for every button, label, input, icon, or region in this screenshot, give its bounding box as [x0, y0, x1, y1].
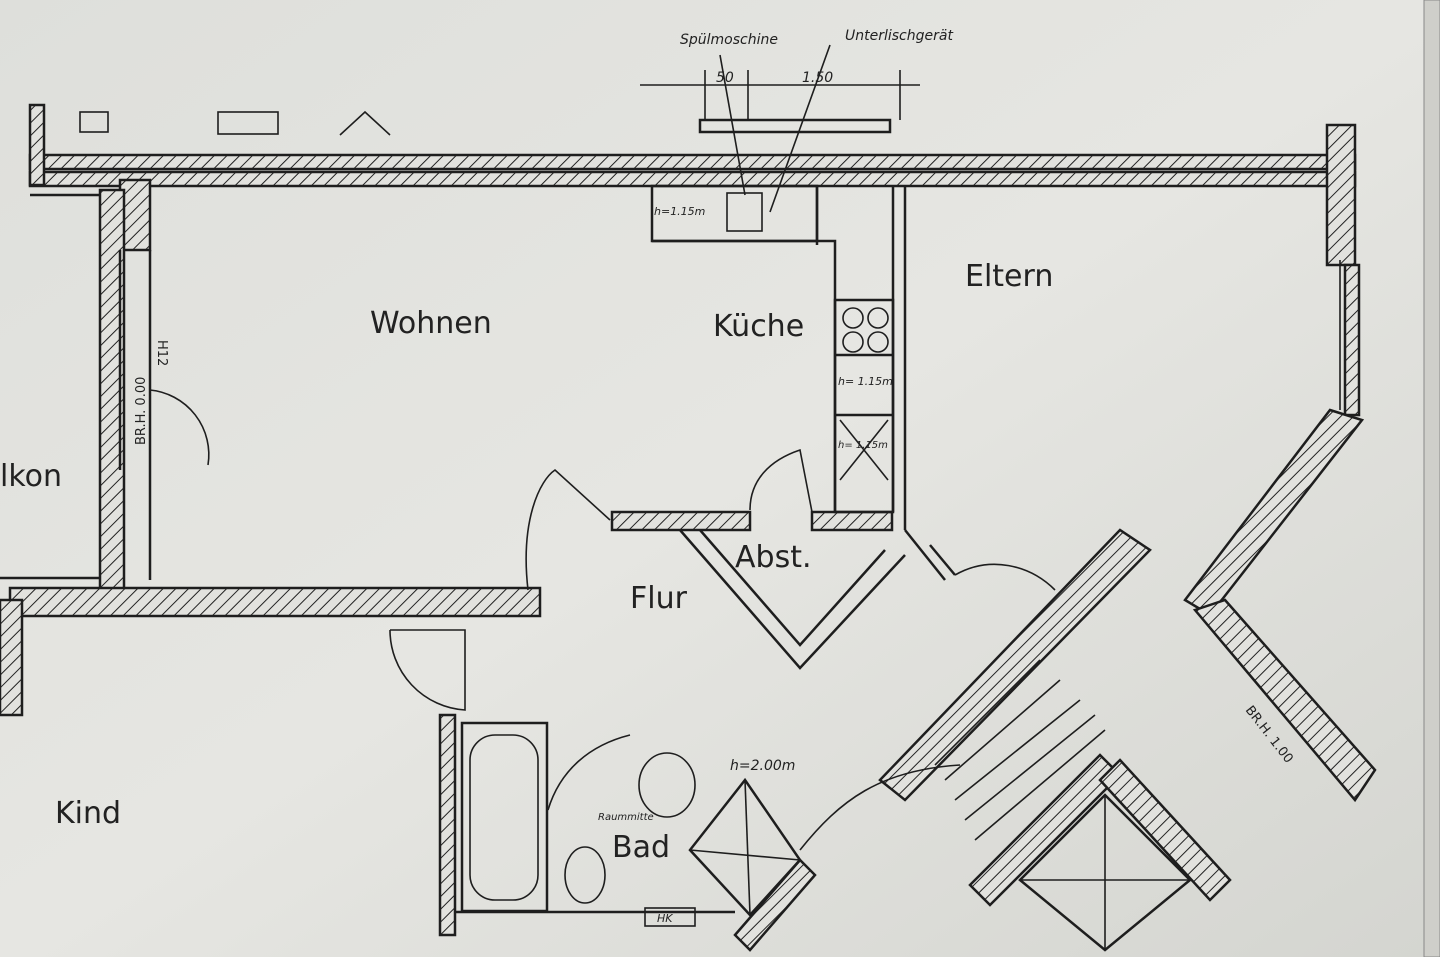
room-label-kueche: Küche: [713, 309, 804, 344]
paper-edge: [1423, 0, 1440, 957]
annotation-raummitte: Raummitte: [598, 812, 654, 823]
room-label-eltern: Eltern: [965, 259, 1053, 294]
room-labels: Wohnen Küche Eltern Abst. Flur Kind Bad …: [0, 259, 1053, 865]
room-label-flur: Flur: [630, 581, 688, 616]
annotation-brh-000: BR.H. 0.00: [134, 377, 149, 445]
room-label-wohnen: Wohnen: [370, 306, 492, 341]
interior-lines: [0, 44, 1341, 952]
annotation-height-bad: h=2.00m: [730, 758, 795, 774]
dimension-150: 1.50: [802, 70, 833, 86]
annotation-hk: HK: [657, 912, 673, 925]
room-label-abst: Abst.: [735, 540, 812, 575]
annotation-height-counter-2: h= 1.15m: [838, 375, 893, 388]
annotation-height-counter-3: h= 1.15m: [838, 440, 888, 451]
annotation-spuelmaschine: Spülmoschine: [680, 32, 778, 48]
annotation-unterlischgeraet: Unterlischgerät: [845, 28, 953, 44]
room-label-bad: Bad: [612, 830, 670, 865]
dimension-50: 50: [716, 70, 734, 86]
annotation-height-counter: h=1.15m: [654, 205, 705, 218]
annotation-h12: H12: [154, 340, 169, 366]
room-label-balkon: lkon: [0, 459, 62, 494]
room-label-kind: Kind: [55, 796, 121, 831]
